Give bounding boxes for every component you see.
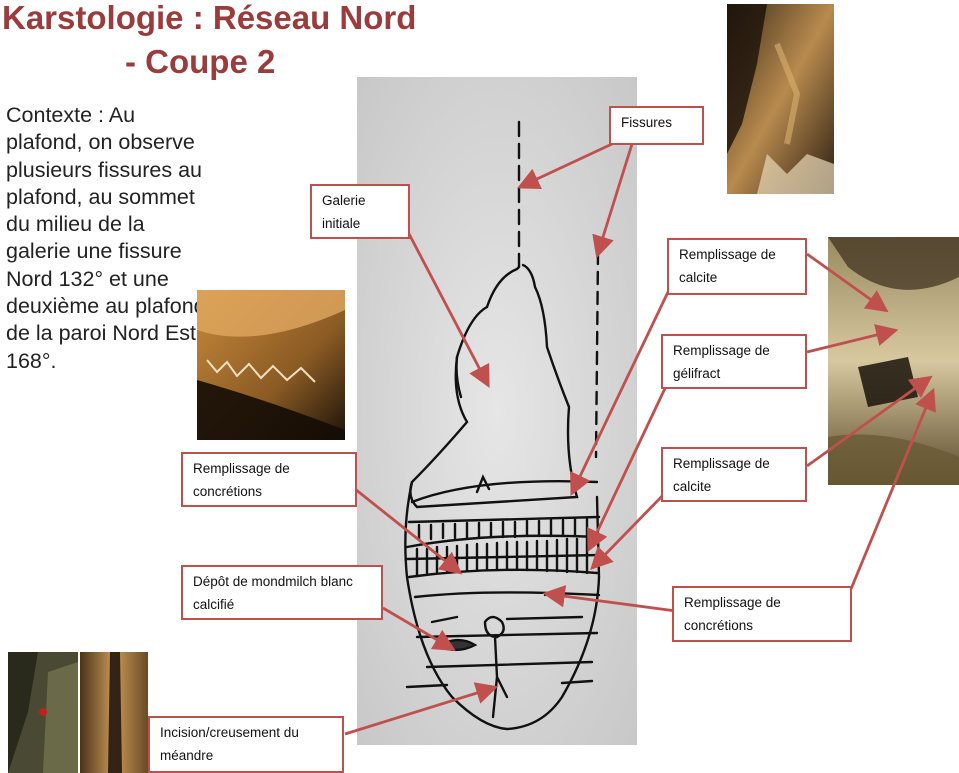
- label-depot-mondmilch: Dépôt de mondmilch blanc calcifié: [181, 565, 383, 620]
- label-remplissage-calcite-2: Remplissage de calcite: [661, 447, 807, 502]
- title-line-2: - Coupe 2: [125, 42, 275, 82]
- cross-section-drawing: [357, 77, 637, 745]
- label-fissures: Fissures: [609, 106, 704, 145]
- label-remplissage-concretions-left: Remplissage de concrétions: [181, 452, 357, 507]
- cave-photo-right: [828, 237, 959, 485]
- cave-photo-top-right: [727, 4, 834, 194]
- cave-photo-left-middle: [197, 290, 345, 440]
- context-text: Contexte : Au plafond, on observe plusie…: [6, 102, 206, 375]
- cave-photo-bottom-left-2: [80, 652, 148, 773]
- title-line-1: Karstologie : Réseau Nord: [2, 0, 416, 38]
- label-galerie-initiale: Galerie initiale: [310, 184, 410, 239]
- cave-photo-bottom-left-1: [8, 652, 78, 773]
- label-incision: Incision/creusement du méandre: [148, 716, 344, 773]
- label-remplissage-calcite-1: Remplissage de calcite: [667, 238, 807, 295]
- label-remplissage-concretions-right: Remplissage de concrétions: [672, 586, 852, 642]
- label-remplissage-gelifract: Remplissage de gélifract: [661, 334, 807, 389]
